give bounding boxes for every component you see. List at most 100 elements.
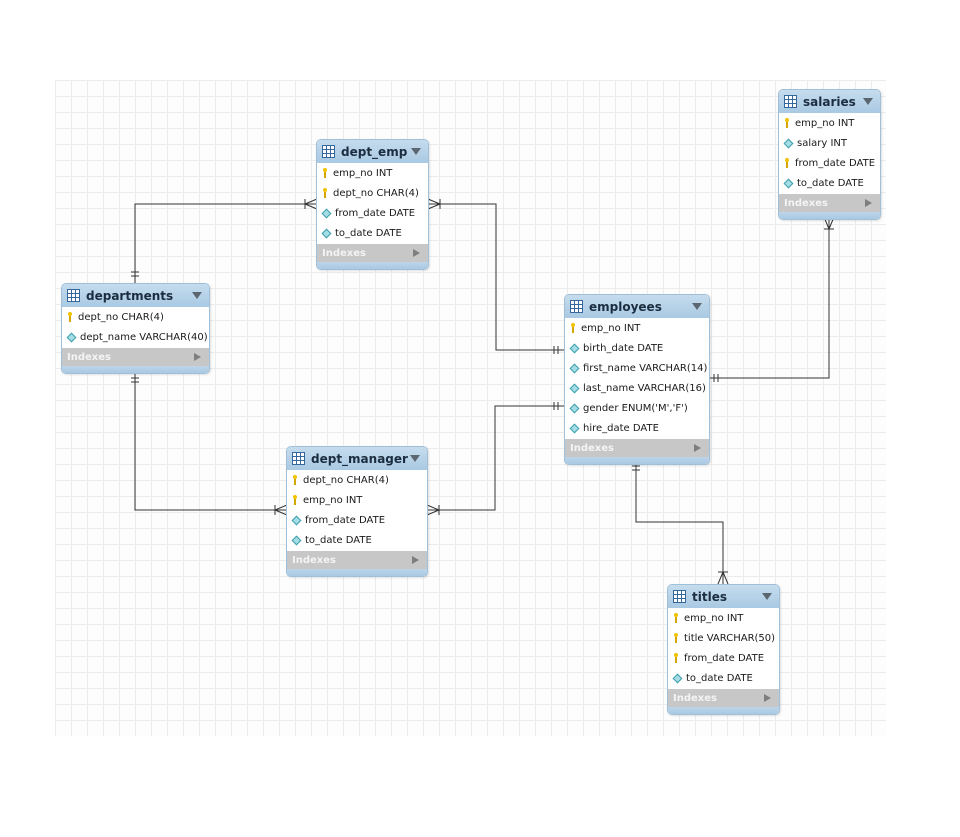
column-label: dept_no CHAR(4) [78, 311, 164, 323]
column-row[interactable]: from_date DATE [668, 648, 779, 668]
indexes-label: Indexes [292, 554, 336, 566]
table-dept-emp[interactable]: dept_emp emp_no INT dept_no CHAR(4) from… [316, 139, 429, 270]
column-label: from_date DATE [335, 207, 416, 219]
table-icon [322, 145, 335, 158]
column-row[interactable]: dept_name VARCHAR(40) [62, 327, 209, 347]
relationship-departments-dept-emp [134, 203, 317, 283]
column-label: dept_no CHAR(4) [333, 187, 419, 199]
collapse-caret-icon[interactable] [410, 455, 420, 462]
table-icon [673, 590, 686, 603]
column-row[interactable]: emp_no INT [668, 608, 779, 628]
indexes-section[interactable]: Indexes [317, 244, 428, 262]
expand-arrow-icon[interactable] [413, 249, 420, 257]
table-header[interactable]: salaries [779, 90, 880, 113]
expand-arrow-icon[interactable] [694, 444, 701, 452]
primary-key-icon [673, 632, 681, 644]
indexes-section[interactable]: Indexes [668, 689, 779, 707]
table-employees[interactable]: employees emp_no INT birth_date DATE fir… [564, 294, 710, 465]
column-row[interactable]: from_date DATE [287, 510, 427, 530]
table-name: departments [86, 288, 174, 303]
table-dept-manager[interactable]: dept_manager dept_no CHAR(4) emp_no INT … [286, 446, 428, 577]
table-footer [565, 457, 709, 464]
table-name: employees [589, 299, 662, 314]
indexes-section[interactable]: Indexes [287, 551, 427, 569]
table-footer [62, 366, 209, 373]
expand-arrow-icon[interactable] [865, 199, 872, 207]
column-row[interactable]: emp_no INT [317, 163, 428, 183]
expand-arrow-icon[interactable] [194, 353, 201, 361]
column-row[interactable]: title VARCHAR(50) [668, 628, 779, 648]
column-label: emp_no INT [795, 117, 855, 129]
column-icon [291, 535, 302, 545]
expand-arrow-icon[interactable] [412, 556, 419, 564]
table-header[interactable]: titles [668, 585, 779, 608]
indexes-section[interactable]: Indexes [565, 439, 709, 457]
primary-key-icon [292, 474, 300, 486]
column-label: emp_no INT [303, 494, 363, 506]
column-row[interactable]: dept_no CHAR(4) [287, 470, 427, 490]
column-label: to_date DATE [305, 534, 372, 546]
column-row[interactable]: last_name VARCHAR(16) [565, 378, 709, 398]
primary-key-icon [570, 322, 578, 334]
column-row[interactable]: from_date DATE [779, 153, 880, 173]
collapse-caret-icon[interactable] [692, 303, 702, 310]
indexes-label: Indexes [570, 442, 614, 454]
column-label: emp_no INT [581, 322, 641, 334]
diagram-canvas[interactable] [55, 80, 886, 736]
column-row[interactable]: dept_no CHAR(4) [62, 307, 209, 327]
column-label: dept_name VARCHAR(40) [80, 331, 208, 343]
primary-key-icon [322, 167, 330, 179]
column-row[interactable]: gender ENUM('M','F') [565, 398, 709, 418]
table-header[interactable]: employees [565, 295, 709, 318]
column-row[interactable]: hire_date DATE [565, 418, 709, 438]
table-icon [570, 300, 583, 313]
column-row[interactable]: dept_no CHAR(4) [317, 183, 428, 203]
column-label: emp_no INT [333, 167, 393, 179]
table-header[interactable]: departments [62, 284, 209, 307]
column-row[interactable]: to_date DATE [779, 173, 880, 193]
column-icon [783, 138, 794, 148]
many-marker [274, 504, 288, 516]
collapse-caret-icon[interactable] [192, 292, 202, 299]
column-label: from_date DATE [305, 514, 386, 526]
column-icon [569, 363, 580, 373]
indexes-section[interactable]: Indexes [62, 348, 209, 366]
column-icon [569, 383, 580, 393]
table-header[interactable]: dept_manager [287, 447, 427, 470]
column-row[interactable]: emp_no INT [565, 318, 709, 338]
relationship-employees-titles [635, 461, 724, 584]
table-titles[interactable]: titles emp_no INT title VARCHAR(50) from… [667, 584, 780, 715]
many-marker [426, 504, 440, 516]
table-footer [287, 569, 427, 576]
column-row[interactable]: to_date DATE [287, 530, 427, 550]
column-icon [672, 673, 683, 683]
column-label: last_name VARCHAR(16) [583, 382, 706, 394]
relationship-departments-dept-manager [134, 372, 287, 511]
table-salaries[interactable]: salaries emp_no INT salary INT from_date… [778, 89, 881, 220]
column-label: first_name VARCHAR(14) [583, 362, 708, 374]
collapse-caret-icon[interactable] [411, 148, 421, 155]
indexes-section[interactable]: Indexes [779, 194, 880, 212]
table-icon [67, 289, 80, 302]
column-row[interactable]: salary INT [779, 133, 880, 153]
indexes-label: Indexes [67, 351, 111, 363]
table-header[interactable]: dept_emp [317, 140, 428, 163]
column-label: emp_no INT [684, 612, 744, 624]
collapse-caret-icon[interactable] [762, 593, 772, 600]
column-row[interactable]: to_date DATE [668, 668, 779, 688]
table-departments[interactable]: departments dept_no CHAR(4) dept_name VA… [61, 283, 210, 374]
table-footer [317, 262, 428, 269]
column-icon [569, 403, 580, 413]
many-marker [717, 571, 729, 585]
collapse-caret-icon[interactable] [863, 98, 873, 105]
column-row[interactable]: to_date DATE [317, 223, 428, 243]
column-row[interactable]: emp_no INT [287, 490, 427, 510]
expand-arrow-icon[interactable] [764, 694, 771, 702]
many-marker [427, 198, 441, 210]
column-row[interactable]: emp_no INT [779, 113, 880, 133]
column-icon [783, 178, 794, 188]
column-row[interactable]: first_name VARCHAR(14) [565, 358, 709, 378]
column-label: dept_no CHAR(4) [303, 474, 389, 486]
column-row[interactable]: birth_date DATE [565, 338, 709, 358]
column-row[interactable]: from_date DATE [317, 203, 428, 223]
